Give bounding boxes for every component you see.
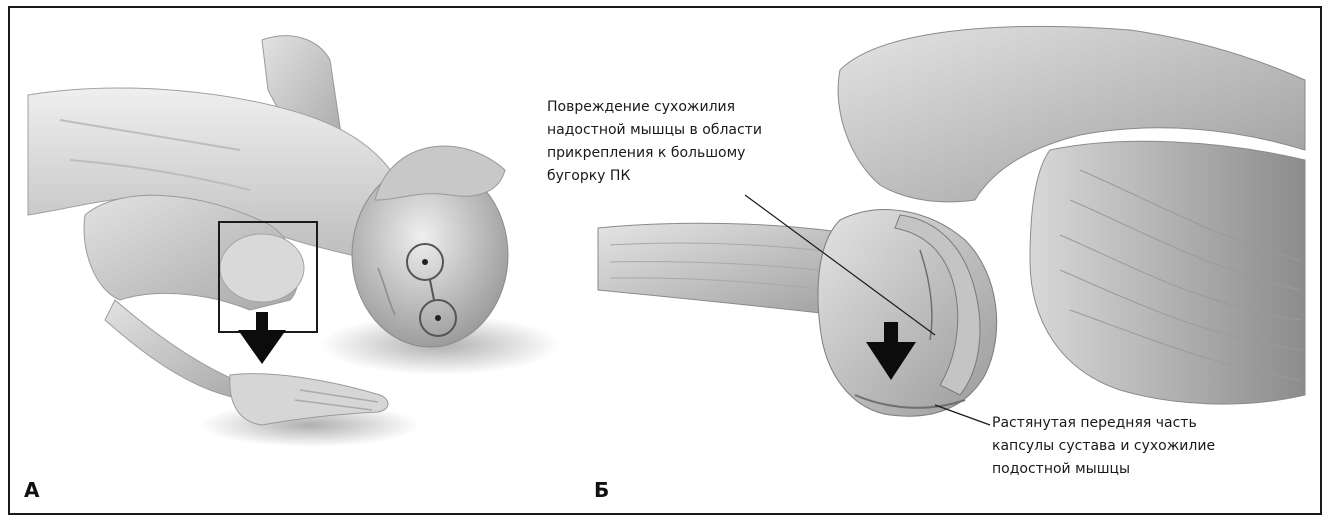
callout-anterior-capsule: Растянутая передняя часть капсулы сустав… [992,412,1215,481]
shoulder-anatomy [598,26,1305,416]
callout-supraspinatus-injury: Повреждение сухожилия надостной мышцы в … [547,96,762,188]
patient-figure [28,36,560,447]
scapula-muscles [1030,141,1305,404]
forearm [105,300,250,400]
shoulder-joint [220,234,304,302]
hair [375,146,505,200]
panel-label-b: Б [594,478,609,502]
callout-leader-capsule [935,405,990,425]
panel-label-a: A [24,478,39,502]
down-arrow-icon [238,312,286,364]
eye-right [435,315,441,321]
eye-left [422,259,428,265]
